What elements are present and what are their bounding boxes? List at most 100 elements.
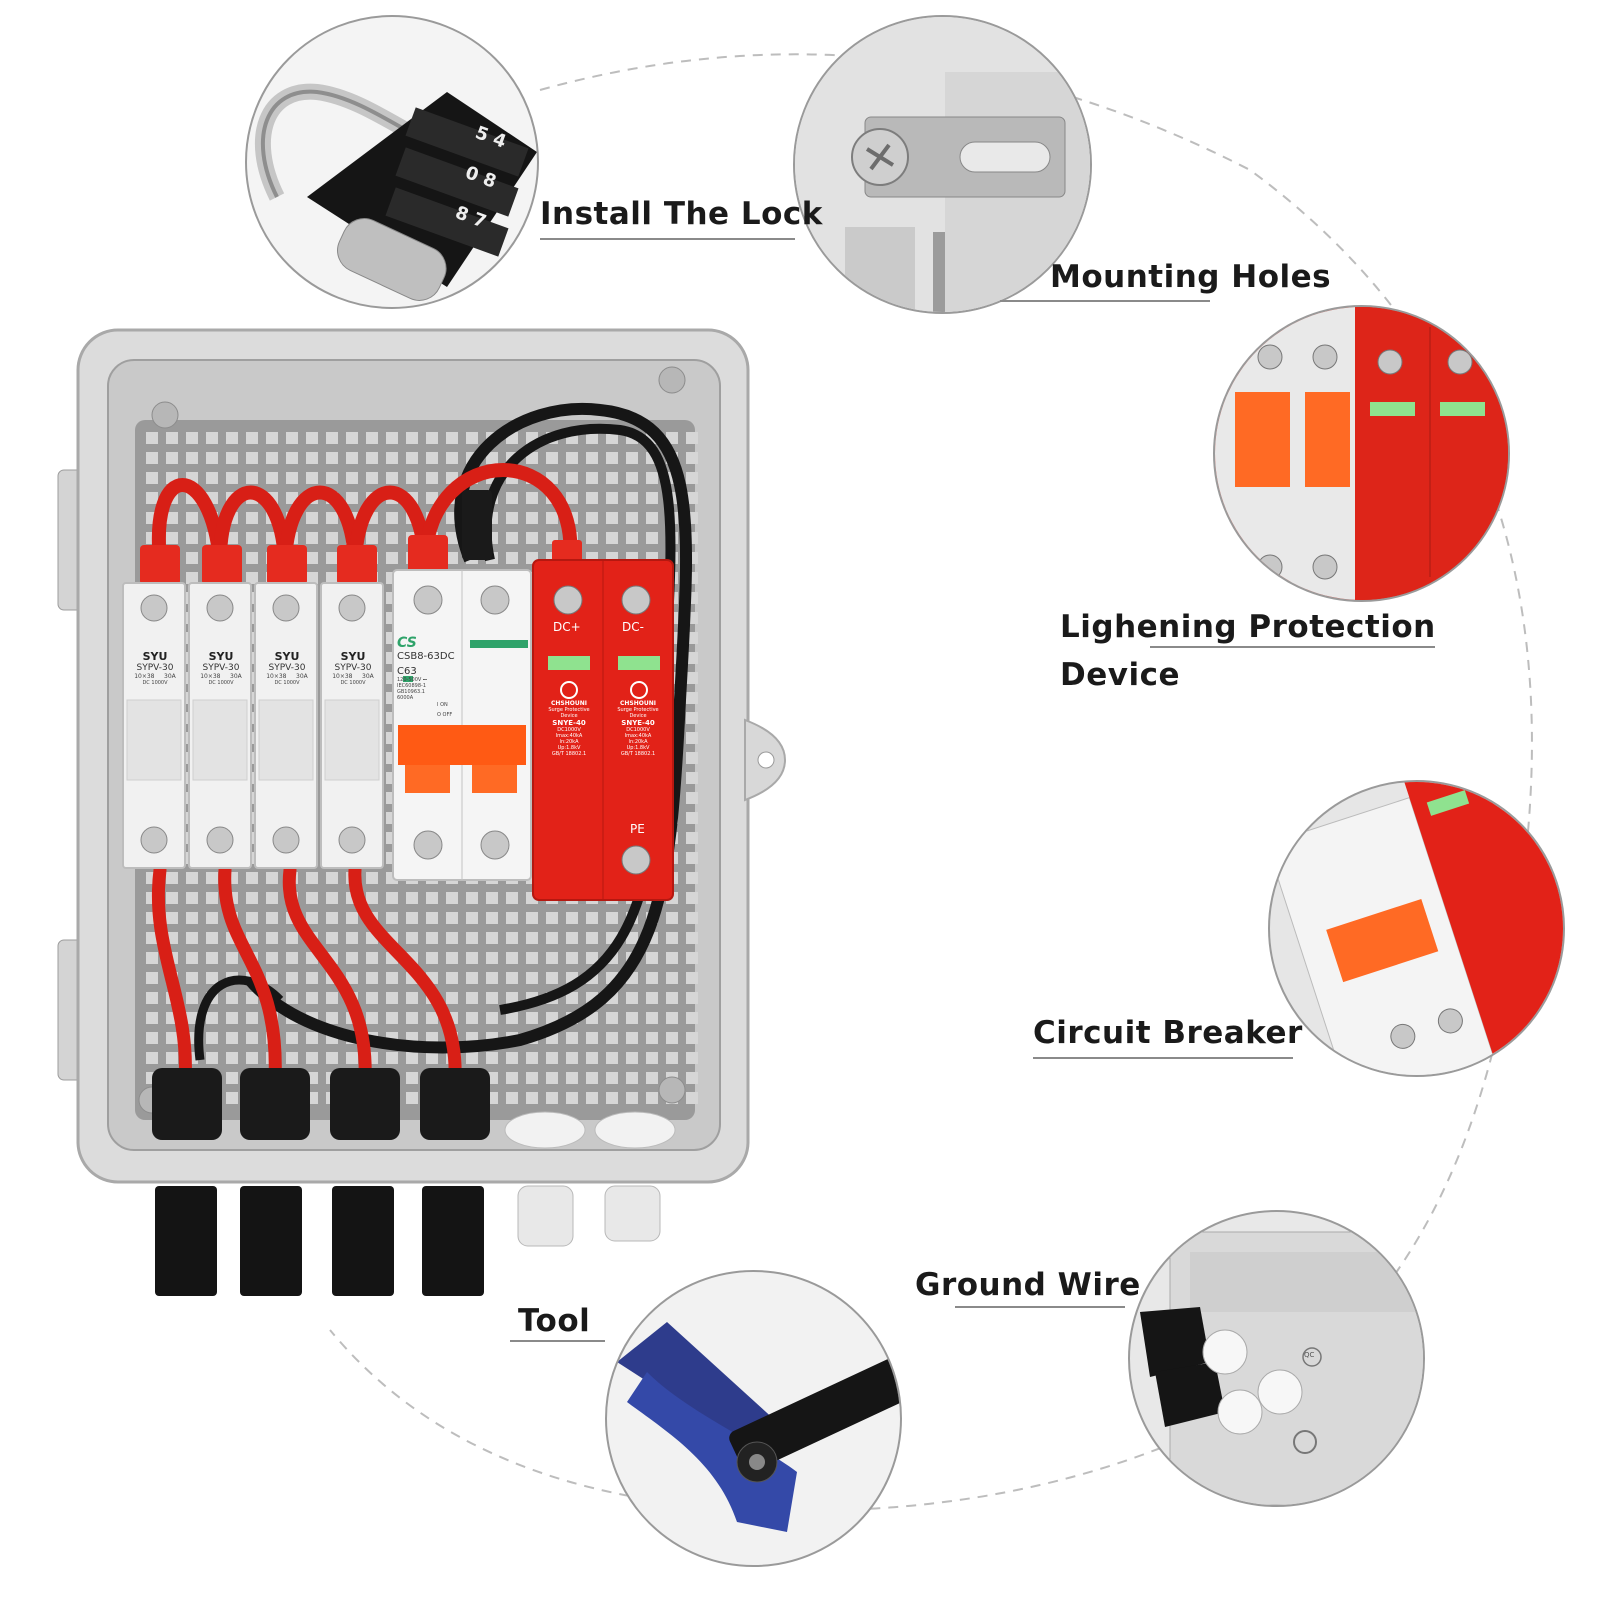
plate-hole bbox=[646, 1032, 658, 1044]
plate-hole bbox=[326, 932, 338, 944]
plate-hole bbox=[246, 512, 258, 524]
plate-hole bbox=[526, 1012, 538, 1024]
plate-hole bbox=[546, 452, 558, 464]
plate-hole bbox=[406, 912, 418, 924]
plate-hole bbox=[326, 512, 338, 524]
plate-hole bbox=[186, 452, 198, 464]
spd-model: SNYE-40 bbox=[552, 719, 586, 727]
breaker-line-2: IEC60898-1 bbox=[397, 683, 427, 689]
plate-hole bbox=[206, 452, 218, 464]
plate-hole bbox=[226, 1032, 238, 1044]
plate-hole bbox=[366, 432, 378, 444]
plate-hole bbox=[526, 492, 538, 504]
plate-hole bbox=[506, 492, 518, 504]
plate-hole bbox=[266, 952, 278, 964]
plate-hole bbox=[566, 472, 578, 484]
plate-hole bbox=[406, 1052, 418, 1064]
plate-hole bbox=[686, 912, 698, 924]
plate-hole bbox=[226, 992, 238, 1004]
plate-hole bbox=[586, 1032, 598, 1044]
plate-hole bbox=[686, 1092, 698, 1104]
plate-hole bbox=[626, 1012, 638, 1024]
spd-up: Up:1.8kV bbox=[557, 745, 581, 751]
plate-hole bbox=[186, 532, 198, 544]
spd-pe-label: PE bbox=[630, 822, 645, 836]
plate-hole bbox=[686, 472, 698, 484]
plate-hole bbox=[666, 1032, 678, 1044]
plate-hole bbox=[626, 512, 638, 524]
plate-hole bbox=[166, 872, 178, 884]
plate-hole bbox=[326, 452, 338, 464]
plate-hole bbox=[386, 1012, 398, 1024]
plate-hole bbox=[386, 532, 398, 544]
plate-hole bbox=[406, 1092, 418, 1104]
plate-hole bbox=[686, 432, 698, 444]
plate-hole bbox=[306, 912, 318, 924]
spd-brand: CHSHOUNI bbox=[620, 700, 656, 707]
plate-hole bbox=[266, 872, 278, 884]
plate-hole bbox=[686, 492, 698, 504]
plate-hole bbox=[246, 572, 258, 584]
plate-hole bbox=[686, 832, 698, 844]
wrench-tool-image bbox=[617, 1322, 900, 1532]
plate-hole bbox=[286, 1032, 298, 1044]
plate-hole bbox=[246, 432, 258, 444]
plate-hole bbox=[326, 992, 338, 1004]
plate-hole bbox=[406, 1072, 418, 1084]
plate-hole bbox=[666, 932, 678, 944]
fuse-brand: SYU bbox=[142, 650, 168, 663]
plate-hole bbox=[286, 1052, 298, 1064]
spd-desc-1: Surge Protective bbox=[548, 707, 590, 713]
plate-hole bbox=[526, 952, 538, 964]
plate-hole bbox=[146, 1052, 158, 1064]
plate-hole bbox=[166, 912, 178, 924]
plate-hole bbox=[446, 992, 458, 1004]
plate-hole bbox=[466, 432, 478, 444]
plate-hole bbox=[306, 892, 318, 904]
plate-hole bbox=[246, 1032, 258, 1044]
plate-hole bbox=[446, 972, 458, 984]
plate-hole bbox=[246, 892, 258, 904]
plate-hole bbox=[646, 972, 658, 984]
plate-hole bbox=[246, 472, 258, 484]
plate-hole bbox=[146, 1032, 158, 1044]
plate-hole bbox=[346, 912, 358, 924]
breaker-off-label: O OFF bbox=[437, 712, 453, 718]
plate-hole bbox=[306, 432, 318, 444]
plate-hole bbox=[646, 992, 658, 1004]
breaker-rating: C63 bbox=[397, 666, 417, 677]
spd-module-left: CHSHOUNI Surge Protective Device SNYE-40… bbox=[538, 700, 600, 757]
plate-hole bbox=[166, 1032, 178, 1044]
plate-hole bbox=[686, 992, 698, 1004]
plate-hole bbox=[246, 912, 258, 924]
plate-hole bbox=[206, 472, 218, 484]
spd-imax: Imax:40kA bbox=[624, 733, 652, 739]
plate-hole bbox=[186, 1012, 198, 1024]
plate-hole bbox=[186, 872, 198, 884]
plate-hole bbox=[346, 932, 358, 944]
fuse-model: SYPV-30 bbox=[334, 663, 372, 673]
plate-hole bbox=[166, 532, 178, 544]
plate-hole bbox=[606, 532, 618, 544]
plate-hole bbox=[146, 1012, 158, 1024]
plate-hole bbox=[386, 472, 398, 484]
plate-hole bbox=[566, 452, 578, 464]
plate-hole bbox=[566, 492, 578, 504]
plate-hole bbox=[686, 752, 698, 764]
plate-hole bbox=[486, 932, 498, 944]
spd-model: SNYE-40 bbox=[621, 719, 655, 727]
plate-hole bbox=[286, 972, 298, 984]
plate-hole bbox=[266, 932, 278, 944]
plate-hole bbox=[266, 972, 278, 984]
plate-hole bbox=[306, 972, 318, 984]
plate-hole bbox=[586, 952, 598, 964]
plate-hole bbox=[386, 992, 398, 1004]
plate-hole bbox=[666, 912, 678, 924]
callout-mounting-holes: Mounting Holes bbox=[1050, 259, 1332, 295]
plate-hole bbox=[466, 932, 478, 944]
plate-hole bbox=[466, 892, 478, 904]
plate-hole bbox=[366, 472, 378, 484]
